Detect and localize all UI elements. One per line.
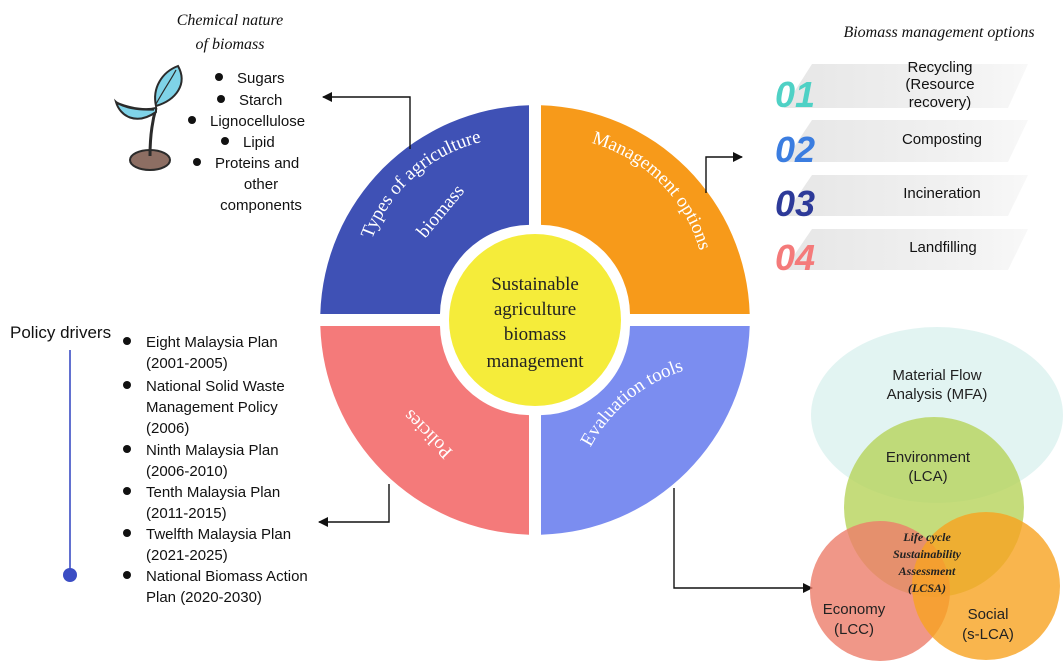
policy-timeline-dot: [63, 568, 77, 582]
chemical-nature-title-line2: of biomass: [196, 36, 265, 53]
center-line-2: agriculture: [494, 299, 576, 320]
policy-drivers-title: Policy drivers: [10, 323, 111, 342]
lcsa-label-line2: Sustainability: [893, 547, 962, 561]
bullet-icon: [123, 381, 131, 389]
bullet-icon: [193, 158, 201, 166]
center-circle: [449, 234, 621, 406]
arrow-to-policy-drivers: [318, 484, 390, 527]
center-line-1: Sustainable: [491, 274, 579, 295]
option-number-02: 02: [775, 129, 815, 170]
evaluation-segment: [541, 326, 750, 535]
environment-label-line1: Environment: [886, 449, 971, 466]
option-label-incineration: Incineration: [903, 185, 981, 202]
chemical-item-sugars: Sugars: [237, 70, 285, 87]
option-label-landfilling: Landfilling: [909, 239, 977, 256]
arrow-to-evaluation-tools: [673, 488, 813, 593]
mfa-label-line2: Analysis (MFA): [887, 386, 988, 403]
types-segment: [320, 105, 529, 314]
bullet-icon: [123, 337, 131, 345]
bullet-icon: [188, 116, 196, 124]
policy-item-5-line1: Twelfth Malaysia Plan: [146, 526, 291, 543]
option-number-03: 03: [775, 183, 815, 224]
bullet-icon: [123, 445, 131, 453]
policy-item-1-line2: (2001-2005): [146, 355, 228, 372]
chemical-nature-title-line1: Chemical nature: [177, 12, 284, 29]
policy-item-2-line3: (2006): [146, 420, 189, 437]
arrow-to-management-options: [705, 152, 743, 193]
policy-item-5-line2: (2021-2025): [146, 547, 228, 564]
bullet-icon: [221, 137, 229, 145]
option-band-03: [784, 175, 1028, 216]
option-label-composting: Composting: [902, 131, 982, 148]
option-label-recycling-line1: Recycling: [907, 59, 972, 76]
bullet-icon: [123, 571, 131, 579]
chemical-item-starch: Starch: [239, 92, 282, 109]
bullet-icon: [123, 487, 131, 495]
option-band-01: [784, 64, 1028, 108]
social-label-line2: (s-LCA): [962, 626, 1014, 643]
option-band-02: [784, 120, 1028, 162]
policy-item-4-line1: Tenth Malaysia Plan: [146, 484, 280, 501]
social-circle: [912, 512, 1060, 660]
option-label-recycling-line2: (Resource: [905, 76, 974, 93]
chemical-item-other: other: [244, 176, 278, 193]
center-line-4: management: [486, 351, 584, 372]
arrow-to-chemical-nature: [322, 92, 411, 149]
policy-item-6-line1: National Biomass Action: [146, 568, 308, 585]
lcsa-label-line4: (LCSA): [908, 581, 946, 595]
bullet-icon: [215, 73, 223, 81]
management-segment: [541, 105, 750, 314]
option-number-01: 01: [775, 74, 815, 115]
economy-label-line2: (LCC): [834, 621, 874, 638]
option-number-04: 04: [775, 237, 815, 278]
policy-item-4-line2: (2011-2015): [146, 505, 227, 522]
policies-segment: [320, 326, 529, 535]
plant-icon: [113, 64, 183, 171]
policy-item-1-line1: Eight Malaysia Plan: [146, 334, 278, 351]
lcsa-label-line1: Life cycle: [902, 530, 951, 544]
policy-item-3-line1: Ninth Malaysia Plan: [146, 442, 279, 459]
chemical-item-lignocellulose: Lignocellulose: [210, 113, 305, 130]
policy-item-2-line1: National Solid Waste: [146, 378, 285, 395]
management-options-title: Biomass management options: [843, 24, 1034, 41]
option-label-recycling-line3: recovery): [909, 94, 972, 111]
economy-label-line1: Economy: [823, 601, 886, 618]
option-band-04: [784, 229, 1028, 270]
bullet-icon: [123, 529, 131, 537]
chemical-item-components: components: [220, 197, 302, 214]
environment-label-line2: (LCA): [908, 468, 947, 485]
chemical-item-proteins: Proteins and: [215, 155, 299, 172]
center-line-3: biomass: [504, 324, 566, 345]
social-label-line1: Social: [968, 606, 1009, 623]
policy-item-3-line2: (2006-2010): [146, 463, 228, 480]
lcsa-label-line3: Assessment: [898, 564, 956, 578]
chemical-item-lipid: Lipid: [243, 134, 275, 151]
mfa-label-line1: Material Flow: [892, 367, 981, 384]
policy-item-6-line2: Plan (2020-2030): [146, 589, 262, 606]
economy-circle: [810, 521, 950, 661]
policy-item-2-line2: Management Policy: [146, 399, 278, 416]
bullet-icon: [217, 95, 225, 103]
